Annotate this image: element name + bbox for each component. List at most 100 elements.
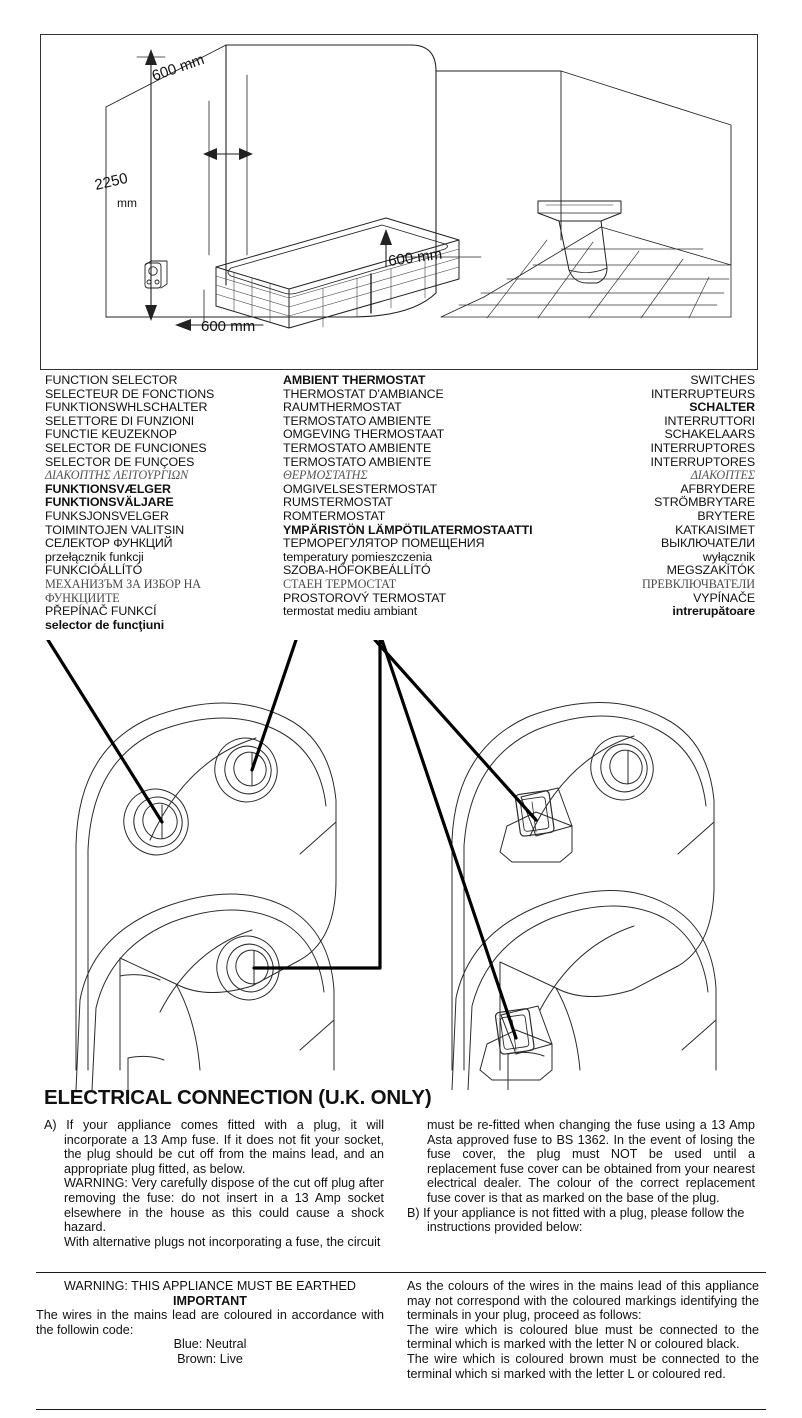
legend-line: ТЕРМОРЕГУЛЯТОР ПОМЕЩЕНИЯ (283, 536, 485, 551)
legend-line: INTERRUPTORES (650, 454, 756, 469)
dim-600-right: 600 mm (387, 246, 443, 270)
legend-line: SELETTORE DI FUNZIONI (45, 413, 195, 428)
electrical-item-b: B) If your appliance is not fitted with … (407, 1205, 745, 1235)
leader-switch-lower-left (252, 640, 382, 970)
bath-top-left (75, 702, 337, 1071)
legend-column-switches: SWITCHES INTERRUPTEURS SCHALTER INTERRUT… (455, 373, 756, 619)
legend-line: AFBRYDERE (680, 481, 755, 496)
multilingual-legend: FUNCTION SELECTOR SELECTEUR DE FONCTIONS… (0, 373, 802, 649)
wiring-para-3: The wire which is coloured brown must be… (407, 1351, 759, 1381)
legend-line: TOIMINTOJEN VALITSIN (45, 522, 185, 537)
legend-line: СЕЛЕКТОР ФУНКЦИЙ (45, 536, 173, 551)
warning-important-subheading: IMPORTANT (173, 1293, 247, 1308)
electrical-right-column: must be re-fitted when changing the fuse… (407, 1118, 755, 1235)
warning-box-left: WARNING: THIS APPLIANCE MUST BE EARTHED … (36, 1279, 384, 1367)
rocker-switch (499, 787, 573, 863)
legend-line: FUNKTIONSVÄLJARE (45, 495, 174, 510)
bath-corner-drawings (0, 640, 802, 1090)
leader-function-selector (46, 640, 164, 824)
legend-line: ФУНКЦИИТЕ (45, 590, 120, 605)
legend-line: OMGIVELSESTERMOSTAT (283, 481, 437, 496)
legend-line: SELECTOR DE FUNCIONES (45, 440, 207, 455)
legend-line: SZOBA-HŐFOKBEÁLLÍTÓ (283, 563, 431, 578)
warning-box-right: As the colours of the wires in the mains… (407, 1279, 759, 1381)
electrical-item-a: A) If your appliance comes fitted with a… (44, 1118, 384, 1176)
legend-line-greek: ΔΙΑΚΟΠΤΕΣ (690, 468, 755, 483)
electrical-warning: WARNING: Very carefully dispose of the c… (64, 1176, 384, 1235)
legend-line: FUNKCIÓÁLLÍTÓ (45, 563, 143, 578)
rocker-switch (479, 1005, 553, 1081)
leader-switch-upper-right (373, 640, 538, 822)
legend-line: MEGSZAKÍTÓK (666, 563, 756, 578)
legend-line: FUNCTIE KEUZEKNOP (45, 427, 177, 442)
legend-line: AMBIENT THERMOSTAT (283, 373, 426, 387)
legend-line: OMGEVING THERMOSTAAT (283, 427, 445, 442)
legend-line: temperatury pomieszczenia (283, 549, 433, 564)
legend-line: SELECTEUR DE FONCTIONS (45, 386, 215, 401)
legend-column-ambient-thermostat: AMBIENT THERMOSTAT THERMOSTAT D'AMBIANCE… (283, 373, 533, 619)
legend-line: FUNKTIONSVÆLGER (45, 481, 171, 496)
page-bottom-rule (36, 1409, 766, 1410)
warning-earthed-heading: WARNING: THIS APPLIANCE MUST BE EARTHED (63, 1279, 357, 1293)
legend-line: przełącznik funkcji (45, 549, 144, 564)
legend-line: wyłącznik (702, 549, 755, 564)
legend-line: BRYTERE (697, 508, 755, 523)
bath-bottom-right (451, 890, 717, 1090)
legend-line: SELECTOR DE FUNÇOES (45, 454, 195, 469)
dim-2250-unit: mm (117, 196, 137, 210)
installation-diagram: 2250 mm 600 mm 600 mm 600 mm (40, 34, 758, 370)
bath-bottom-left (75, 893, 335, 1090)
leader-switch-lower-right (380, 640, 518, 1040)
bath-top-right (451, 702, 715, 1071)
dim-600-lower-left: 600 mm (201, 318, 255, 335)
legend-line: FUNCTION SELECTOR (45, 373, 178, 387)
legend-line: INTERRUTTORI (664, 413, 755, 428)
warning-wire-code-body: The wires in the mains lead are coloured… (36, 1308, 384, 1337)
legend-line: RAUMTHERMOSTAT (283, 400, 402, 415)
legend-line: selector de funcţiuni (45, 617, 165, 632)
legend-line: SWITCHES (690, 373, 755, 387)
legend-column-function-selector: FUNCTION SELECTOR SELECTEUR DE FONCTIONS… (45, 373, 215, 632)
legend-line: МЕХАНИЗЪМ ЗА ИЗБОР НА (45, 576, 201, 591)
legend-line: FUNKSJONSVELGER (45, 508, 169, 523)
leader-thermostat (250, 640, 298, 772)
legend-line-greek: ΘΕΡΜΟΣΤΑΤΗΣ (283, 468, 368, 483)
legend-line: ROMTERMOSTAT (283, 508, 386, 523)
electrical-left-column: A) If your appliance comes fitted with a… (44, 1118, 384, 1249)
electrical-continuation-right: must be re-fitted when changing the fuse… (427, 1118, 755, 1205)
legend-line: ПРЕВКЛЮЧВАТЕЛИ (641, 576, 755, 591)
warning-box-top-rule (36, 1272, 766, 1273)
legend-line: INTERRUPTORES (650, 440, 756, 455)
wiring-para-2: The wire which is coloured blue must be … (407, 1322, 759, 1352)
legend-line: VYPÍNAČE (693, 590, 755, 605)
wire-brown-live: Brown: Live (177, 1351, 243, 1366)
dim-2250-value: 2250 (93, 170, 129, 194)
legend-line: RUMSTERMOSTAT (283, 495, 393, 510)
jet-nozzle (123, 788, 189, 856)
legend-line: ВЫКЛЮЧАТЕЛИ (660, 536, 755, 551)
dim-600-upper: 600 mm (150, 51, 207, 85)
legend-line: KATKAISIMET (675, 522, 755, 537)
jet-nozzle (216, 935, 280, 1001)
legend-line: FUNKTIONSWHLSCHALTER (45, 400, 208, 415)
legend-line: THERMOSTAT D'AMBIANCE (283, 386, 444, 401)
electrical-connection-title: ELECTRICAL CONNECTION (U.K. ONLY) (44, 1086, 432, 1109)
legend-line: STRÖMBRYTARE (654, 495, 755, 510)
legend-line: TERMOSTATO AMBIENTE (283, 440, 432, 455)
legend-line: INTERRUPTEURS (650, 386, 755, 401)
legend-line-greek: ΔΙΑΚΟΠΤΗΣ ΛΕΙΤΟΥΡΓΙΩΝ (45, 468, 189, 483)
legend-line: СТАЕН ТЕРМОСТАТ (283, 576, 397, 591)
legend-line: SCHAKELAARS (664, 427, 756, 442)
wiring-para-1: As the colours of the wires in the mains… (407, 1279, 759, 1323)
legend-line: SCHALTER (689, 400, 755, 415)
legend-line: TERMOSTATO AMBIENTE (283, 413, 432, 428)
legend-line: PROSTOROVÝ TERMOSTAT (283, 590, 446, 605)
legend-line: TERMOSTATO AMBIENTE (283, 454, 432, 469)
jet-nozzle (590, 735, 654, 801)
legend-line: YMPÄRISTÖN LÄMPÖTILATERMOSTAATTI (283, 522, 533, 537)
legend-line: intrerupătoare (672, 604, 755, 619)
legend-line: PŘEPÍNAČ FUNKCÍ (45, 604, 157, 619)
electrical-continuation: With alternative plugs not incorporating… (64, 1234, 381, 1249)
legend-line: termostat mediu ambiant (283, 604, 418, 619)
